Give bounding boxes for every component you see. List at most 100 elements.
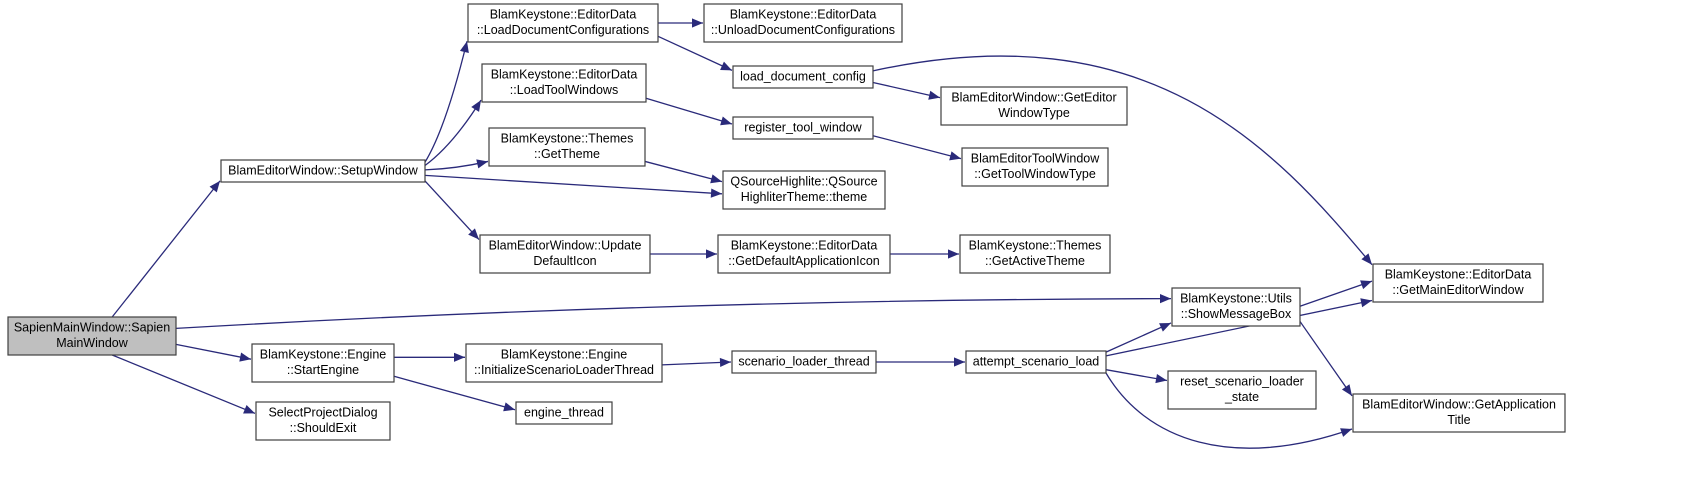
node-engine-thread[interactable]: engine_thread	[515, 401, 613, 425]
edge-line	[661, 361, 732, 366]
arrowhead-icon	[720, 61, 732, 71]
edge-initialize-scenario-loader-thread-to-scenario-loader-thread	[661, 357, 732, 368]
edge-get-theme-to-qsource-highliter-theme	[644, 160, 723, 184]
node-box[interactable]	[959, 234, 1111, 274]
edge-attempt-scenario-load-to-get-application-title	[1105, 372, 1353, 449]
node-box[interactable]	[481, 63, 647, 103]
arrowhead-icon	[459, 41, 469, 54]
edge-line	[424, 174, 723, 195]
edge-line	[175, 297, 1172, 330]
node-get-tool-window-type[interactable]: BlamEditorToolWindow::GetToolWindowType	[961, 147, 1109, 187]
node-box[interactable]	[965, 350, 1107, 374]
edge-line	[393, 375, 516, 411]
edge-line	[1105, 299, 1373, 357]
node-get-theme[interactable]: BlamKeystone::Themes::GetTheme	[488, 127, 646, 167]
edge-line	[872, 55, 1373, 266]
node-load-document-configurations[interactable]: BlamKeystone::EditorData::LoadDocumentCo…	[467, 3, 659, 43]
edge-load-document-configurations-to-unload-document-configurations	[658, 18, 703, 28]
arrowhead-icon	[720, 116, 732, 126]
node-scenario-loader-thread[interactable]: scenario_loader_thread	[731, 350, 877, 374]
arrowhead-icon	[468, 228, 479, 240]
edge-load-document-configurations-to-load-document-config	[657, 35, 733, 71]
arrowhead-icon	[1340, 428, 1352, 437]
edge-scenario-loader-thread-to-attempt-scenario-load	[876, 357, 965, 367]
node-register-tool-window[interactable]: register_tool_window	[732, 116, 874, 140]
edge-line	[111, 354, 256, 415]
node-box[interactable]	[703, 3, 903, 43]
node-box[interactable]	[1171, 287, 1301, 327]
edge-line	[1105, 372, 1353, 449]
node-load-document-config[interactable]: load_document_config	[732, 65, 874, 89]
node-setup-window[interactable]: BlamEditorWindow::SetupWindow	[220, 159, 426, 183]
arrowhead-icon	[476, 159, 488, 169]
node-show-message-box[interactable]: BlamKeystone::Utils::ShowMessageBox	[1171, 287, 1301, 327]
arrowhead-icon	[1159, 322, 1171, 332]
node-box[interactable]	[940, 86, 1128, 126]
edge-sapien-main-window-to-start-engine	[175, 343, 252, 362]
node-get-default-application-icon[interactable]: BlamKeystone::EditorData::GetDefaultAppl…	[717, 234, 891, 274]
edge-load-document-config-to-get-main-editor-window	[872, 55, 1373, 266]
node-box[interactable]	[488, 127, 646, 167]
edge-start-engine-to-initialize-scenario-loader-thread	[394, 352, 465, 362]
node-should-exit[interactable]: SelectProjectDialog::ShouldExit	[255, 401, 391, 441]
node-box[interactable]	[732, 116, 874, 140]
arrowhead-icon	[710, 188, 722, 198]
edge-sapien-main-window-to-setup-window	[111, 180, 221, 318]
edge-show-message-box-to-get-application-title	[1299, 321, 1353, 397]
node-box[interactable]	[465, 343, 663, 383]
node-get-main-editor-window[interactable]: BlamKeystone::EditorData::GetMainEditorW…	[1372, 263, 1544, 303]
node-box[interactable]	[467, 3, 659, 43]
edge-layer	[111, 18, 1373, 449]
edge-attempt-scenario-load-to-show-message-box	[1105, 322, 1172, 353]
node-get-active-theme[interactable]: BlamKeystone::Themes::GetActiveTheme	[959, 234, 1111, 274]
arrowhead-icon	[706, 249, 717, 259]
node-start-engine[interactable]: BlamKeystone::Engine::StartEngine	[251, 343, 395, 383]
node-load-tool-windows[interactable]: BlamKeystone::EditorData::LoadToolWindow…	[481, 63, 647, 103]
node-box[interactable]	[1352, 393, 1566, 433]
node-box[interactable]	[717, 234, 891, 274]
arrowhead-icon	[471, 100, 481, 112]
edge-line	[111, 180, 221, 318]
edge-setup-window-to-qsource-highliter-theme	[424, 174, 723, 198]
edge-line	[1105, 322, 1172, 353]
node-box[interactable]	[255, 401, 391, 441]
node-layer: SapienMainWindow::SapienMainWindowBlamEd…	[7, 3, 1566, 441]
node-box[interactable]	[732, 65, 874, 89]
edge-setup-window-to-load-tool-windows	[424, 99, 482, 167]
edge-line	[872, 81, 941, 99]
node-box[interactable]	[1167, 370, 1317, 410]
edge-sapien-main-window-to-should-exit	[111, 354, 256, 415]
edge-line	[175, 343, 252, 360]
arrowhead-icon	[503, 402, 515, 412]
edge-line	[645, 97, 733, 125]
node-box[interactable]	[7, 316, 177, 356]
node-box[interactable]	[961, 147, 1109, 187]
node-qsource-highliter-theme[interactable]: QSourceHighlite::QSourceHighliterTheme::…	[722, 170, 886, 210]
node-box[interactable]	[722, 170, 886, 210]
edge-line	[872, 135, 962, 160]
node-attempt-scenario-load[interactable]: attempt_scenario_load	[965, 350, 1107, 374]
node-box[interactable]	[479, 234, 651, 274]
node-reset-scenario-loader-state[interactable]: reset_scenario_loader_state	[1167, 370, 1317, 410]
node-box[interactable]	[220, 159, 426, 183]
node-box[interactable]	[731, 350, 877, 374]
node-initialize-scenario-loader-thread[interactable]: BlamKeystone::Engine::InitializeScenario…	[465, 343, 663, 383]
edge-sapien-main-window-to-show-message-box	[175, 294, 1172, 330]
node-box[interactable]	[251, 343, 395, 383]
edge-attempt-scenario-load-to-reset-scenario-loader-state	[1105, 369, 1168, 384]
edge-line	[424, 41, 468, 163]
edge-line	[657, 35, 733, 71]
edge-get-default-application-icon-to-get-active-theme	[890, 249, 959, 259]
edge-register-tool-window-to-get-tool-window-type	[872, 135, 962, 161]
node-sapien-main-window[interactable]: SapienMainWindow::SapienMainWindow	[7, 316, 177, 356]
node-unload-document-configurations[interactable]: BlamKeystone::EditorData::UnloadDocument…	[703, 3, 903, 43]
node-box[interactable]	[515, 401, 613, 425]
arrowhead-icon	[1360, 298, 1372, 308]
edge-attempt-scenario-load-to-get-main-editor-window	[1105, 298, 1373, 357]
node-box[interactable]	[1372, 263, 1544, 303]
